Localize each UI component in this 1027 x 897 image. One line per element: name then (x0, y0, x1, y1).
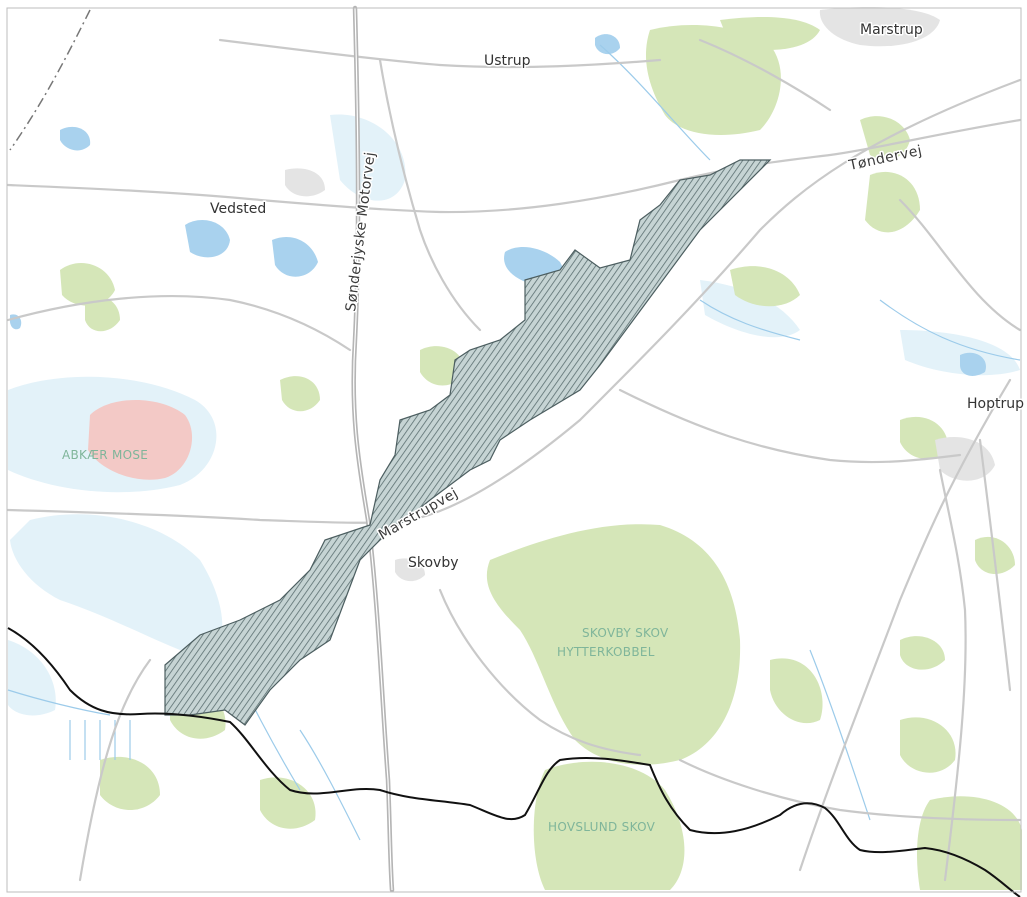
place-ustrup[interactable]: Ustrup (483, 52, 533, 71)
roads (6, 38, 1022, 882)
streams (7, 44, 1021, 841)
label-abkaer-mose: ABKÆR MOSE (62, 448, 148, 462)
border-line (7, 627, 1021, 897)
planning-corridor[interactable] (164, 159, 772, 726)
forest-areas (60, 17, 1022, 890)
label-skovby-skov: SKOVBY SKOV (582, 626, 669, 640)
label-hovslund-skov: HOVSLUND SKOV (548, 820, 656, 834)
water-bodies (9, 34, 986, 376)
label-hytterkobbel: HYTTERKOBBEL (557, 645, 655, 659)
moor-area (88, 400, 193, 480)
map-frame (6, 7, 1022, 893)
place-skovby[interactable]: Skovby (407, 554, 461, 573)
place-marstrup[interactable]: Marstrup (859, 21, 925, 40)
municipal-boundary (9, 9, 91, 151)
place-vedsted[interactable]: Vedsted (209, 200, 268, 219)
place-hoptrup[interactable]: Hoptrup (966, 395, 1026, 414)
